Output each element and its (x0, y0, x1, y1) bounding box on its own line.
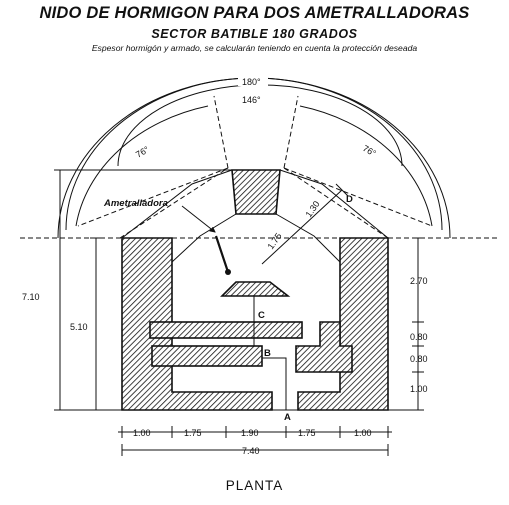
embrasure-left (121, 169, 233, 239)
embrasure-right (279, 169, 389, 239)
angle-146-label: 146° (242, 95, 261, 105)
dim-right-4: 1.00 (410, 384, 428, 394)
drawing-subtitle: SECTOR BATIBLE 180 GRADOS (151, 27, 358, 41)
diag-tick-top (335, 183, 349, 197)
sector-line-wall-left (119, 167, 229, 239)
left-dimensions: 7.10 5.10 (22, 169, 232, 411)
point-b-label: B (264, 348, 271, 359)
sector-line-far-left (77, 167, 229, 227)
entrance-path (253, 296, 298, 411)
dim-left-total: 7.10 (22, 292, 40, 302)
dim-total-width: 7.40 (242, 446, 260, 456)
dim-bottom-4: 1.75 (298, 428, 316, 438)
arc-left-76 (75, 105, 209, 227)
machine-gun-marker: Ametralladora (103, 198, 231, 275)
sector-line-right (283, 95, 299, 169)
sector-lines (20, 95, 500, 239)
wall-inner-right (295, 321, 353, 373)
point-d-label: D (346, 194, 353, 205)
chamber-outline (121, 169, 389, 322)
wall-inner-lower (151, 345, 263, 367)
dim-bottom-3: 1.90 (241, 428, 259, 438)
bottom-dimensions: 1.00 1.75 1.90 1.75 1.00 7.40 (118, 426, 392, 456)
wall-inner-upper (149, 321, 303, 339)
dim-bottom-2: 1.75 (184, 428, 202, 438)
dim-left-inner: 5.10 (70, 322, 88, 332)
point-c-label: C (258, 310, 265, 321)
gun-pivot (225, 269, 231, 275)
chamber-left-edge (171, 213, 237, 264)
dim-right-3: 0.80 (410, 354, 428, 364)
wall-right (297, 237, 389, 411)
dim-bottom-1: 1.00 (133, 428, 151, 438)
sector-line-wall-right (283, 167, 389, 239)
angle-right-label: 76° (361, 143, 378, 159)
sector-line-left (213, 95, 229, 169)
diag-2: 1.30 (303, 199, 321, 219)
gun-barrel (214, 235, 230, 273)
drawing-title: NIDO DE HORMIGON PARA DOS AMETRALLADORAS (39, 4, 470, 22)
right-dimensions: 2.70 0.80 0.80 1.00 (388, 237, 428, 411)
chamber-right-edge (275, 213, 341, 264)
angle-left-label: 76° (134, 144, 151, 160)
dim-right-1: 2.70 (410, 276, 428, 286)
wall-top-block (231, 169, 281, 215)
drawing-note: Espesor hormigón y armado, se calcularán… (91, 43, 418, 53)
plan-caption: PLANTA (225, 478, 284, 493)
diag-line (261, 189, 343, 265)
gun-rest (220, 281, 291, 297)
diag-1: 1.75 (265, 231, 283, 251)
machine-gun-label: Ametralladora (103, 198, 168, 209)
arc-right-76 (299, 105, 433, 227)
sector-line-far-right (283, 167, 433, 227)
angle-180-label: 180° (242, 77, 261, 87)
gun-leader (181, 205, 216, 233)
dim-bottom-5: 1.00 (354, 428, 372, 438)
point-a-label: A (284, 412, 291, 423)
dim-right-2: 0.80 (410, 332, 428, 342)
path-b (262, 357, 287, 410)
